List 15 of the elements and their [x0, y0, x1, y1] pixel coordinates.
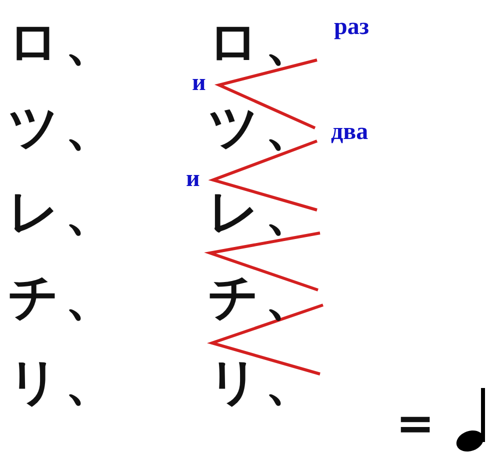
syllable-label: раз [334, 14, 369, 40]
syllable-label: два [331, 119, 368, 145]
syllable-label: и [186, 166, 200, 192]
character: チ、 [208, 269, 321, 325]
character: チ、 [8, 269, 121, 325]
character: リ、 [208, 354, 321, 410]
syllable-label: и [192, 70, 206, 96]
character: ロ、 [8, 14, 121, 70]
character: ロ、 [208, 14, 321, 70]
character: リ、 [8, 354, 121, 410]
character: ツ、 [208, 99, 321, 155]
equals-sign: = [396, 400, 435, 446]
character: レ、 [8, 184, 121, 240]
character: レ、 [208, 184, 321, 240]
character: ツ、 [8, 99, 121, 155]
